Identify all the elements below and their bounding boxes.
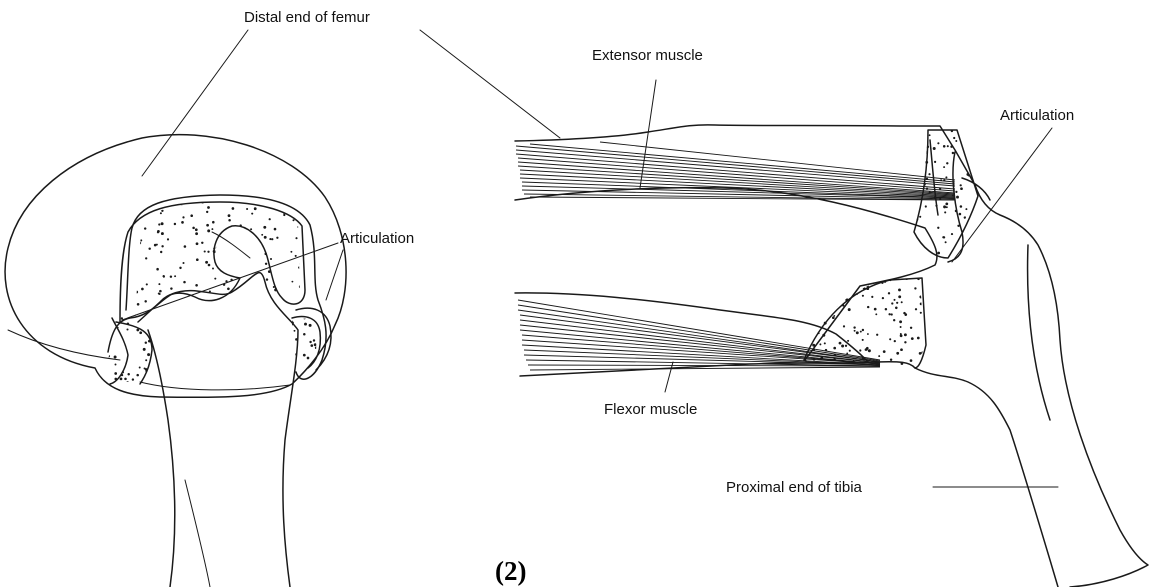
- tibia-shaft-left: [108, 232, 298, 587]
- label-extensor-muscle: Extensor muscle: [592, 47, 703, 64]
- label-flexor-muscle: Flexor muscle: [604, 401, 697, 418]
- label-articulation-right: Articulation: [1000, 107, 1074, 124]
- label-articulation-left: Articulation: [340, 230, 414, 247]
- femur-cartilage-left: [109, 189, 326, 379]
- flexor-muscle: [518, 300, 880, 370]
- femur-cartilage-lower: [99, 308, 331, 388]
- femur-section: [5, 135, 346, 398]
- label-proximal-tibia: Proximal end of tibia: [726, 479, 863, 496]
- leader-lines-right: [420, 30, 1058, 487]
- femur-outline: [5, 135, 346, 398]
- figure-number: (2): [495, 556, 526, 586]
- label-distal-femur: Distal end of femur: [244, 9, 370, 26]
- extensor-muscle: [516, 142, 955, 200]
- articular-cartilage-right: [797, 126, 986, 372]
